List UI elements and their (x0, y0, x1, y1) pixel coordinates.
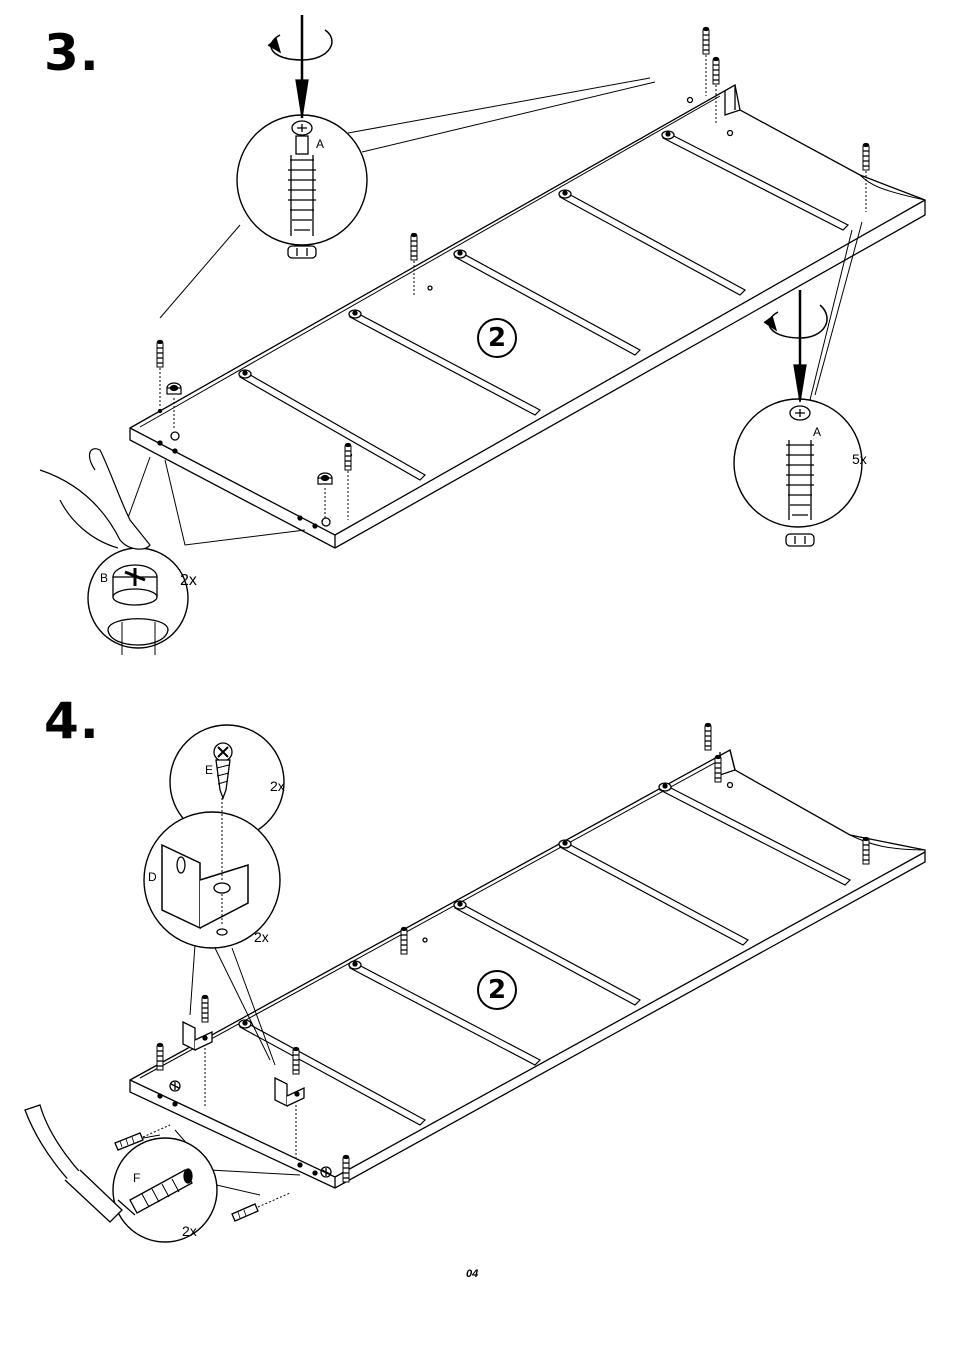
step-4-panel-label: 2 (477, 970, 517, 1010)
step-4-number: 4. (44, 696, 100, 746)
step-3-part-a-right: A (813, 426, 821, 438)
step-4-qty-f: 2x (182, 1224, 197, 1238)
step-4-part-f: F (133, 1172, 140, 1184)
step-3-number: 3. (44, 28, 100, 78)
step-4-qty-d: 2x (254, 930, 269, 944)
step-3-qty-right: 5x (852, 452, 867, 466)
step-4-qty-e: 2x (270, 779, 285, 793)
step4-drawing (25, 724, 925, 1243)
step-3-part-a-top: A (316, 138, 324, 150)
step-4-part-d: D (148, 871, 157, 883)
step-3-qty-b: 2x (180, 573, 197, 589)
step-3-part-b: B (100, 572, 108, 584)
step-3-panel-label: 2 (477, 318, 517, 358)
step-4-part-e: E (205, 764, 213, 776)
page-number: 04 (466, 1268, 478, 1280)
rails-step4 (240, 785, 850, 1125)
